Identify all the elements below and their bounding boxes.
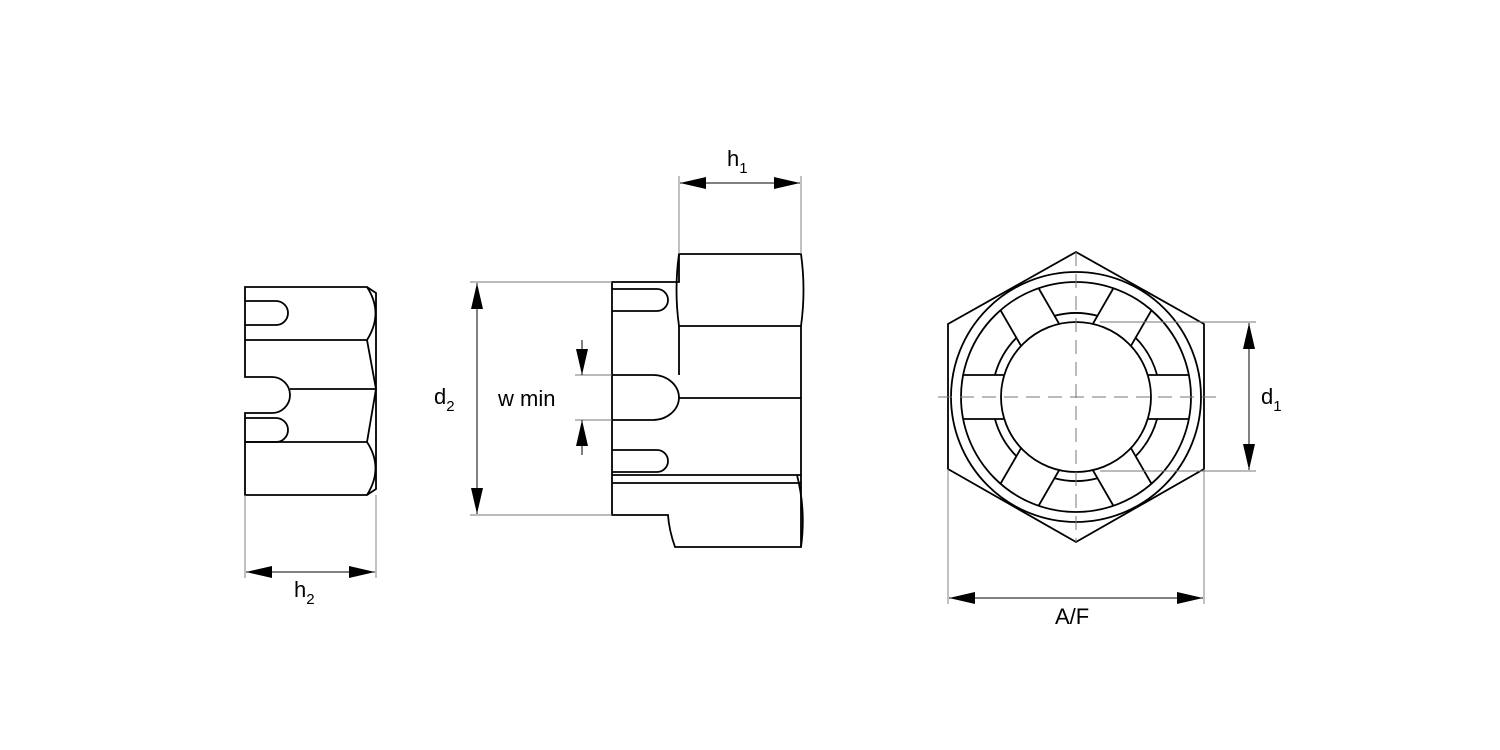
dim-w-min: w min — [497, 340, 612, 455]
d1-label: d1 — [1261, 384, 1282, 415]
dim-h1: h1 — [678, 146, 802, 254]
dim-af: A/F — [947, 469, 1205, 629]
slot-edge — [999, 309, 1022, 347]
af-label: A/F — [1055, 604, 1089, 629]
side-view-middle — [611, 253, 805, 548]
slot-edge — [1037, 287, 1060, 325]
side-view-left — [244, 286, 377, 496]
h1-label: h1 — [727, 146, 748, 177]
slot-edge — [1092, 469, 1115, 507]
slot-edge — [1130, 309, 1153, 347]
w-min-label: w min — [497, 386, 555, 411]
slot-edge — [1092, 287, 1115, 325]
ring-arc — [994, 337, 1018, 376]
front-view — [938, 250, 1216, 544]
ring-arc — [1134, 418, 1158, 457]
dim-d1: d1 — [1100, 321, 1282, 472]
slot-edge — [1130, 447, 1153, 485]
slot-edge — [999, 447, 1022, 485]
ring-arc — [994, 418, 1018, 457]
dim-d2: d2 — [434, 281, 612, 516]
slot-edge — [1037, 469, 1060, 507]
h2-label: h2 — [294, 577, 315, 608]
ring-arc — [1134, 337, 1158, 376]
d2-label: d2 — [434, 384, 455, 415]
dim-h2: h2 — [244, 495, 377, 608]
ring-arc — [1054, 312, 1098, 317]
